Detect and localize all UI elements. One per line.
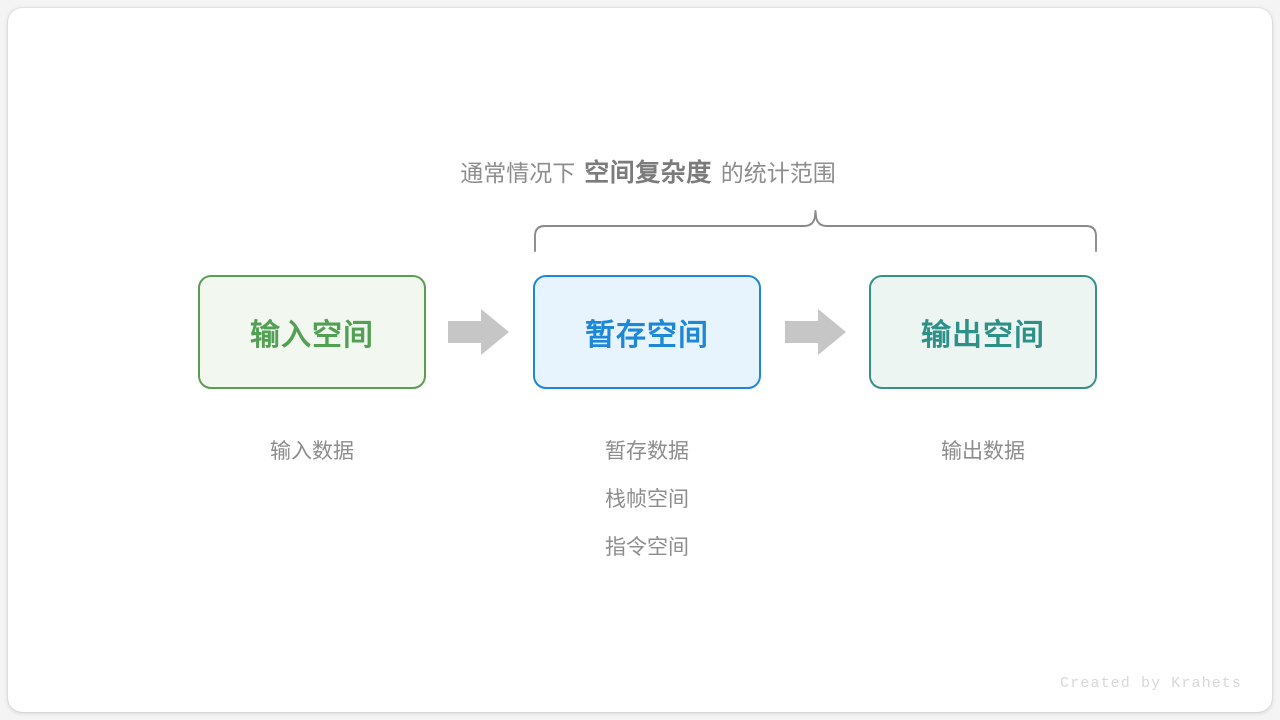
annotation-prefix: 通常情况下 — [460, 160, 576, 186]
caption-group-input: 输入数据 — [162, 428, 462, 476]
annotation-emphasis: 空间复杂度 — [584, 159, 712, 187]
box-temp-space-label: 暂存空间 — [585, 319, 709, 352]
caption-line: 输出数据 — [941, 440, 1025, 463]
box-input-space[interactable]: 输入空间 — [198, 275, 426, 389]
annotation-suffix: 的统计范围 — [720, 160, 836, 186]
box-temp-space[interactable]: 暂存空间 — [533, 275, 761, 389]
caption-group-temp: 暂存数据 栈帧空间 指令空间 — [497, 428, 797, 572]
arrow-right-icon-temp-to-output — [785, 309, 846, 355]
caption-line: 暂存数据 — [605, 440, 689, 463]
arrow-right-icon-input-to-temp — [448, 309, 509, 355]
diagram-card: 通常情况下空间复杂度的统计范围 输入空间 暂存空间 输出空间 输入数据 暂存数据 — [8, 8, 1272, 712]
box-input-space-label: 输入空间 — [250, 319, 374, 352]
caption-line: 栈帧空间 — [605, 488, 689, 511]
box-output-space[interactable]: 输出空间 — [869, 275, 1097, 389]
caption-group-output: 输出数据 — [833, 428, 1133, 476]
watermark-credit: Created by Krahets — [1060, 675, 1242, 692]
scope-brace-icon — [534, 210, 1097, 252]
scope-annotation-text: 通常情况下空间复杂度的统计范围 — [8, 156, 1280, 190]
box-output-space-label: 输出空间 — [921, 319, 1045, 352]
caption-line: 指令空间 — [605, 536, 689, 559]
caption-line: 输入数据 — [270, 440, 354, 463]
